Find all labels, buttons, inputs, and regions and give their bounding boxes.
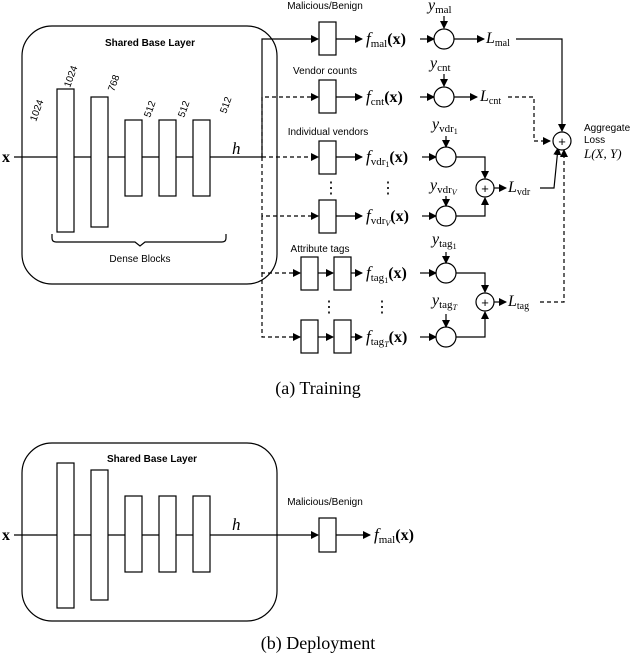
- aggregate-plus: +: [558, 134, 566, 149]
- head-vdrV-box: [318, 199, 337, 234]
- deployment-caption: (b) Deployment: [261, 633, 375, 654]
- sum-tag1-out: [456, 272, 489, 293]
- deploy-block-1: [56, 462, 75, 609]
- dense-blocks-caption: Dense Blocks: [109, 254, 170, 265]
- vdr-ellipsis-left: ⋮: [323, 180, 339, 197]
- L-vdr-label: Lvdr: [507, 179, 531, 198]
- vdr-ellipsis-right: ⋮: [380, 180, 396, 197]
- trunk-tagT: [261, 273, 301, 341]
- head-mal-title: Malicious/Benign: [287, 1, 363, 12]
- sum-tag1-circle: [435, 262, 457, 284]
- head-tagT-box-a: [300, 319, 319, 354]
- head-cnt-title: Vendor counts: [293, 66, 357, 77]
- y-tag1-label: ytag1: [430, 231, 457, 251]
- head-tagT-box-b: [333, 319, 352, 354]
- head-tag-title: Attribute tags: [291, 244, 350, 255]
- f-tag1-label: ftag1(x): [366, 263, 407, 285]
- dense-block-4: [158, 119, 177, 197]
- training-caption: (a) Training: [275, 378, 361, 399]
- L-mal-label: Lmal: [485, 30, 510, 49]
- training-hidden-label: h: [232, 139, 241, 158]
- f-mal-label: fmal(x): [366, 29, 406, 50]
- y-vdr1-label: yvdr1: [430, 116, 458, 136]
- sum-vdrV-out: [456, 197, 489, 217]
- dense-block-1: [56, 88, 75, 233]
- deploy-block-3: [124, 495, 143, 573]
- dense-block-3: [124, 119, 143, 197]
- f-vdrV-label: fvdrV(x): [366, 206, 409, 228]
- L-mal-to-agg: [516, 38, 566, 132]
- L-cnt-label: Lcnt: [479, 88, 501, 107]
- deploy-block-5: [192, 495, 211, 573]
- f-tagT-label: ftagT(x): [366, 327, 407, 349]
- y-tagT-label: ytagT: [430, 292, 458, 312]
- training-diagram: Shared Base Layer x 1024 1024 768 512 51…: [2, 0, 631, 399]
- deployment-input-label: x: [2, 527, 10, 544]
- training-dense-blocks: [56, 88, 211, 233]
- sum-tag-plus: +: [481, 295, 489, 310]
- training-input-label: x: [2, 149, 10, 166]
- sum-vdr1-out: [456, 156, 489, 179]
- trunk-mal: [261, 35, 319, 157]
- deployment-diagram: Shared Base Layer x h Malicious/Benign f…: [2, 442, 414, 654]
- deployment-base-title: Shared Base Layer: [107, 454, 197, 465]
- dense-block-2: [90, 96, 109, 228]
- deployment-head-title: Malicious/Benign: [287, 497, 363, 508]
- sum-vdr1-circle: [435, 146, 457, 168]
- training-base-layer-box: [21, 25, 278, 285]
- sum-tagT-circle: [435, 326, 457, 348]
- y-cnt-label: ycnt: [428, 55, 451, 74]
- sum-vdrV-circle: [435, 205, 457, 227]
- head-vdr1-box: [318, 140, 337, 175]
- aggregate-line1: Aggregate: [584, 123, 631, 134]
- tag-ellipsis-left: ⋮: [321, 299, 337, 316]
- dense-blocks-brace: [51, 234, 227, 247]
- L-tag-label: Ltag: [507, 293, 529, 312]
- trunk-cnt: [261, 93, 319, 157]
- head-tag1-box-b: [333, 256, 352, 291]
- sum-cnt-circle: [433, 86, 455, 108]
- deploy-block-2: [90, 469, 109, 601]
- f-cnt-label: fcnt(x): [366, 87, 403, 108]
- L-tag-to-agg: [540, 149, 568, 303]
- sum-tagT-out: [456, 311, 489, 338]
- head-mal-box: [318, 21, 337, 56]
- deployment-f-mal-label: fmal(x): [374, 525, 414, 546]
- L-vdr-to-agg: [540, 147, 562, 189]
- head-vdr-title: Individual vendors: [288, 127, 369, 138]
- L-cnt-to-agg: [508, 96, 551, 145]
- deployment-hidden-label: h: [232, 515, 241, 534]
- head-cnt-box: [318, 79, 337, 114]
- head-tag1-box-a: [300, 256, 319, 291]
- aggregate-line3: L(X, Y): [583, 146, 622, 161]
- f-vdr1-label: fvdr1(x): [366, 147, 408, 169]
- aggregate-plus-circle: [552, 131, 572, 151]
- deployment-head-box: [318, 517, 337, 553]
- training-base-title: Shared Base Layer: [105, 38, 195, 49]
- y-vdrV-label: yvdrV: [428, 177, 458, 197]
- deployment-base-layer-box: [21, 442, 278, 622]
- y-mal-label: ymal: [426, 0, 452, 16]
- tag-ellipsis-right: ⋮: [374, 299, 390, 316]
- dense-block-5: [192, 119, 211, 197]
- deploy-block-4: [158, 495, 177, 573]
- sum-vdr-plus: +: [481, 181, 489, 196]
- aggregate-line2: Loss: [584, 135, 605, 146]
- sum-mal-circle: [433, 28, 455, 50]
